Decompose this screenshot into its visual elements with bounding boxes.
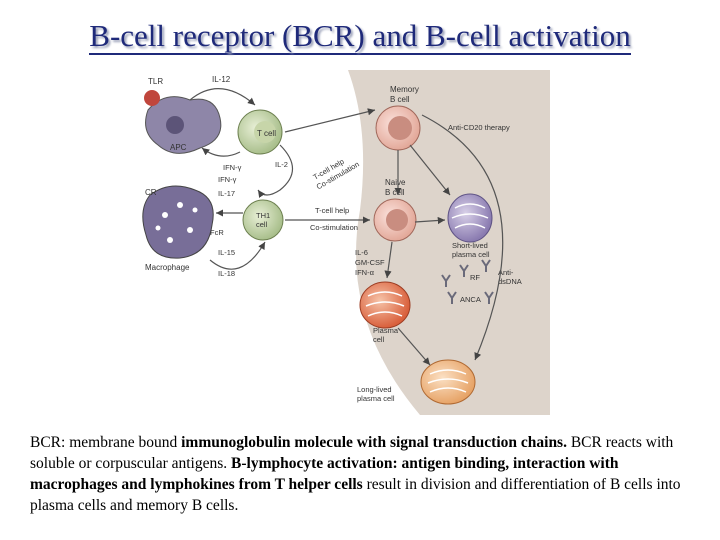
arrow-memory-longlived: [421, 114, 504, 361]
label-il18: IL-18: [218, 269, 235, 278]
label-th1-line1: TH1: [256, 211, 270, 220]
label-ifna: IFN-α: [355, 268, 375, 277]
label-fcr: FcR: [210, 228, 224, 237]
label-ifng-top: IFN-γ: [223, 163, 242, 172]
arrow-naive-shortlived: [414, 216, 446, 225]
label-antids-line2: dsDNA: [498, 277, 522, 286]
label-il15: IL-15: [218, 248, 235, 257]
label-il17: IL-17: [218, 189, 235, 198]
label-tcell: T cell: [257, 129, 276, 138]
label-apc: APC: [170, 143, 187, 152]
label-il2: IL-2: [275, 160, 288, 169]
arrow-tcell-apc: [201, 147, 241, 157]
label-tlr: TLR: [148, 77, 163, 86]
bcell-activation-diagram: TLR APC T cell IL-12 IFN-γ IL-2 CR Macro…: [130, 70, 570, 415]
label-memory-line1: Memory: [390, 85, 419, 94]
tlr-ligand-icon: [144, 90, 160, 106]
label-naive-line2: B cell: [385, 188, 405, 197]
t-cell: [237, 109, 283, 155]
label-ifng: IFN-γ: [218, 175, 237, 184]
label-il6: IL-6: [355, 248, 368, 257]
arrow-memory-shortlived: [409, 144, 451, 196]
label-anti-cd20: Anti-CD20 therapy: [448, 123, 510, 132]
label-memory-line2: B cell: [390, 95, 410, 104]
label-plasma-line2: cell: [373, 335, 385, 344]
label-rf: RF: [470, 273, 480, 282]
label-gmcsf: GM-CSF: [355, 258, 385, 267]
diagonal-labels: T-cell help Co-stimulation: [312, 157, 361, 192]
apc-cell: [144, 90, 222, 154]
label-macrophage: Macrophage: [145, 263, 190, 272]
naive-b-cell: [373, 198, 417, 242]
label-costim: Co-stimulation: [310, 223, 358, 232]
label-longlived-line2: plasma cell: [357, 394, 395, 403]
label-shortlived-line1: Short-lived: [452, 241, 488, 250]
label-il12: IL-12: [212, 75, 231, 84]
label-naive-line1: Naive: [385, 178, 406, 187]
th1-cell: [242, 199, 284, 241]
arrow-tcell-th1: [257, 144, 294, 198]
plasma-cell: [359, 281, 411, 329]
label-anca: ANCA: [460, 295, 481, 304]
memory-b-cell: [375, 105, 421, 151]
arrow-naive-plasma: [384, 241, 393, 279]
macrophage-cell: [142, 185, 214, 259]
label-antids-line1: Anti-: [498, 268, 514, 277]
arrow-tcell-memory: [284, 108, 376, 133]
label-cr: CR: [145, 188, 157, 197]
arrow-macrophage-th1: [209, 241, 266, 270]
label-plasma-line1: Plasma: [373, 326, 399, 335]
label-tcell-help: T-cell help: [315, 206, 349, 215]
long-lived-plasma-cell: [420, 359, 476, 405]
caption-text: BCR: membrane bound immunoglobulin molec…: [30, 434, 681, 514]
short-lived-plasma-cell: [447, 193, 493, 243]
arrow-apc-tcell: [189, 88, 256, 106]
antibody-icons: [441, 259, 494, 304]
diagram-svg: TLR APC T cell IL-12 IFN-γ IL-2 CR Macro…: [142, 70, 550, 415]
arrow-plasma-longlived: [397, 327, 431, 366]
label-th1-line2: cell: [256, 220, 268, 229]
label-shortlived-line2: plasma cell: [452, 250, 490, 259]
slide-title: B-cell receptor (BCR) and B-cell activat…: [89, 18, 631, 55]
label-longlived-line1: Long-lived: [357, 385, 392, 394]
